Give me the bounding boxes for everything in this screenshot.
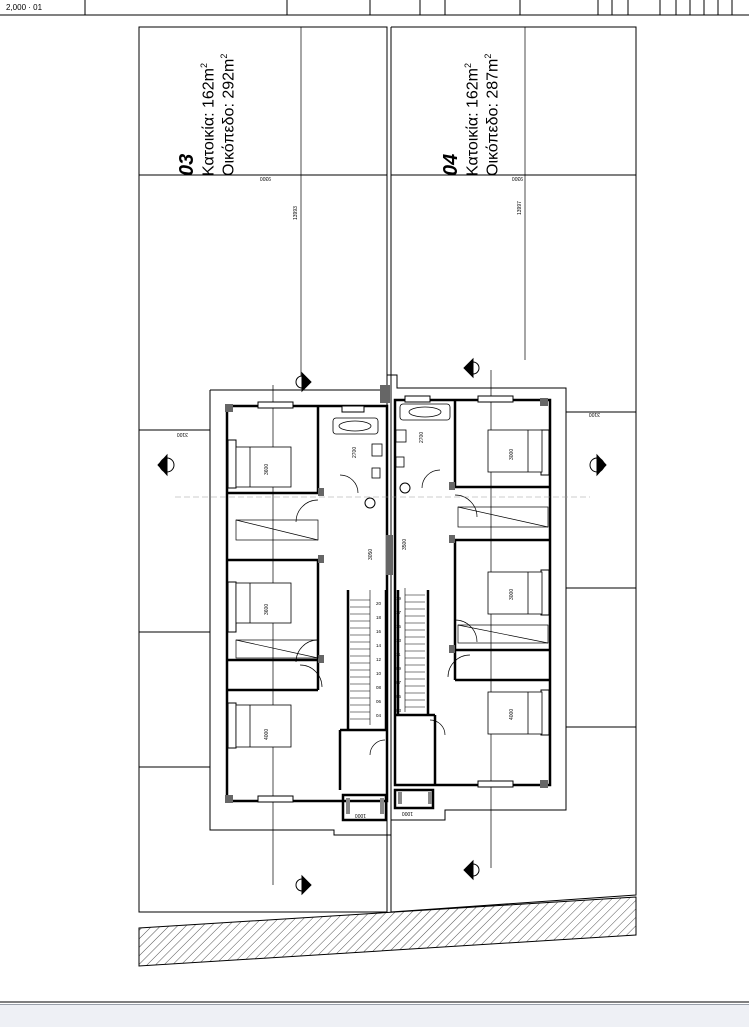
closets	[235, 506, 549, 659]
area-unit-sup: 2	[482, 53, 493, 59]
dim-room-e-left: 3050	[368, 549, 374, 560]
stair-step: 14	[376, 643, 382, 648]
dim-room-b-right2: 3000	[509, 589, 515, 600]
stair-step: 20	[376, 601, 382, 606]
bath-fixtures	[332, 403, 451, 479]
beds	[235, 429, 543, 748]
stair-step: 03	[396, 708, 402, 713]
entrance-details	[346, 792, 432, 814]
title-strip	[0, 0, 749, 16]
stair-step: 06	[376, 699, 382, 704]
dim-room-c-left: 4000	[264, 729, 270, 740]
unit-plot-area: Οικόπεδο: 292m2	[219, 54, 239, 176]
area-unit-sup: 2	[218, 53, 229, 59]
stair-step: 16	[376, 629, 382, 634]
door-swings	[295, 469, 478, 756]
stairs-left	[350, 590, 371, 725]
area-unit-sup: 2	[199, 62, 209, 68]
stair-step: 09	[396, 666, 402, 671]
stair-step: 04	[376, 713, 382, 718]
windows	[227, 395, 550, 803]
stair-step: 11	[396, 652, 401, 657]
dim-side-left: 3100	[177, 431, 188, 437]
plot-area-value: 292m	[220, 58, 238, 99]
dim-side-right: 3100	[589, 411, 600, 417]
dim-room-a-left2: 3600	[264, 604, 270, 615]
dim-room-f-right: 3500	[402, 539, 408, 550]
plot-area-value: 287m	[484, 58, 502, 99]
area-unit-sup: 2	[463, 62, 473, 68]
stair-step: 05	[396, 694, 402, 699]
house-area-value: 162m	[200, 67, 218, 109]
dim-depth-right: 13997	[517, 201, 523, 215]
building-setback	[209, 374, 567, 836]
unit-house-area: Κατοικία: 162m2	[199, 54, 219, 176]
stair-step: 10	[376, 671, 382, 676]
building-walls	[225, 398, 552, 822]
stair-step: 13	[396, 638, 402, 643]
unit-label-03: 03 Κατοικία: 162m2 Οικόπεδο: 292m2	[176, 54, 238, 176]
stair-step: 17	[396, 610, 402, 615]
unit-number: 03	[176, 153, 198, 176]
dim-front-left: 1000	[355, 812, 366, 818]
unit-house-area: Κατοικία: 162m2	[463, 54, 483, 176]
dim-room-d-left: 2700	[352, 447, 358, 458]
stair-step: 18	[376, 615, 382, 620]
dim-room-b-right: 3000	[509, 449, 515, 460]
house-area-value: 162m	[464, 67, 482, 109]
plot-area-label: Οικόπεδο:	[220, 103, 238, 176]
dim-room-a-left: 3600	[264, 464, 270, 475]
stair-step: 08	[376, 685, 382, 690]
stair-numbers: 20 18 16 14 12 10 08 06 04 19 17 15 13 1…	[376, 596, 402, 718]
stair-step: 19	[396, 596, 402, 601]
stair-step: 15	[396, 624, 402, 629]
stair-step: 07	[396, 680, 402, 685]
dim-front-right: 1000	[402, 810, 413, 816]
section-marker-icon	[157, 357, 607, 896]
house-area-label: Κατοικία:	[464, 112, 482, 176]
dim-room-c-right: 4000	[509, 709, 515, 720]
road-hatch	[138, 896, 637, 967]
wall-corners	[225, 385, 548, 803]
unit-number: 04	[440, 153, 462, 176]
plot-area-label: Οικόπεδο:	[484, 103, 502, 176]
viewer-bottom-bar	[0, 1004, 749, 1027]
unit-plot-area: Οικόπεδο: 287m2	[483, 54, 503, 176]
dim-room-d-right: 2700	[419, 432, 425, 443]
stairs-right	[404, 588, 425, 712]
house-area-label: Κατοικία:	[200, 112, 218, 176]
dim-width-left: 9300	[260, 175, 271, 181]
unit-label-04: 04 Κατοικία: 162m2 Οικόπεδο: 287m2	[440, 54, 502, 176]
dim-depth-left: 13993	[293, 206, 299, 220]
stair-step: 12	[376, 657, 382, 662]
title-block-text: 2,000 · 01	[6, 3, 43, 12]
dim-width-right: 9300	[512, 175, 523, 181]
